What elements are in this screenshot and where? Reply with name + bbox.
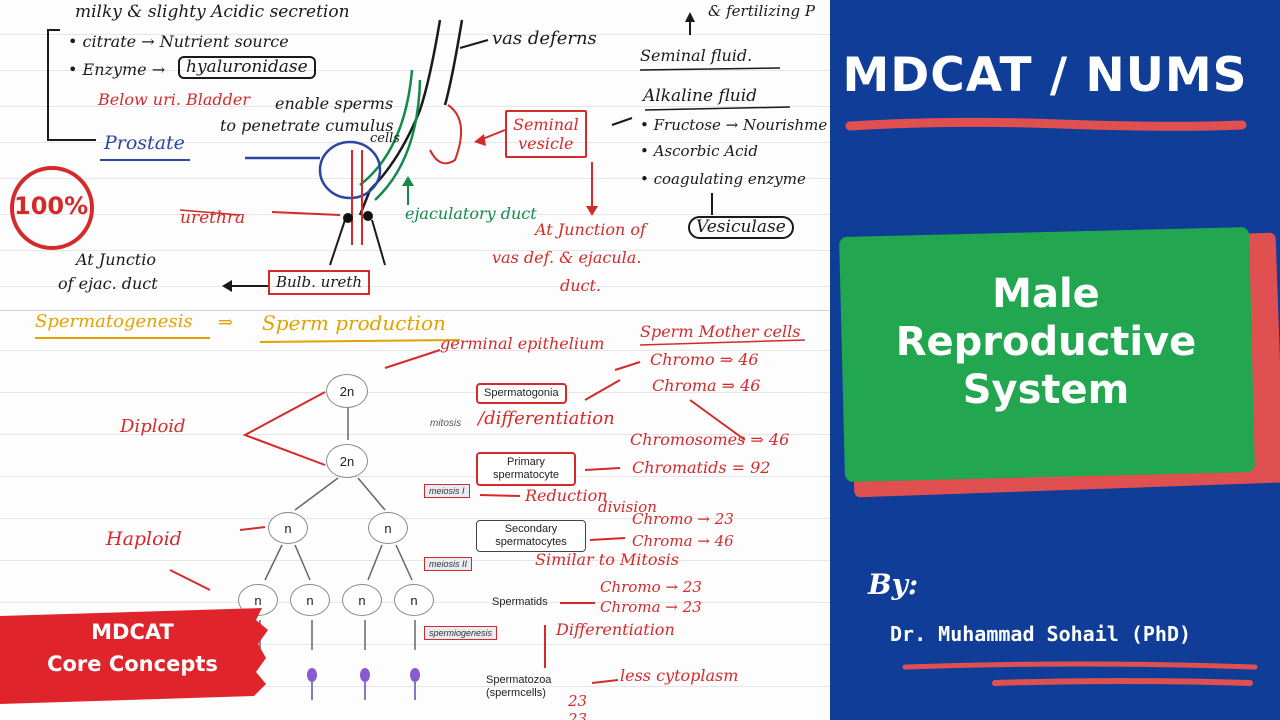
note-prostate: Prostate xyxy=(104,132,185,154)
badge-shape xyxy=(0,608,268,704)
note-chroma46a: Chroma ⇒ 46 xyxy=(652,376,761,395)
note-hundred: 100% xyxy=(14,192,89,220)
seminal-vesicle-line1: Seminal xyxy=(513,115,579,134)
note-chromo23b: Chromo → 23 xyxy=(600,578,702,596)
label-primary: Primary spermatocyte xyxy=(476,452,576,487)
note-mitosis-diff: /differentiation xyxy=(478,408,615,429)
note-enzyme: • Enzyme → xyxy=(68,60,166,79)
note-division: division xyxy=(598,498,657,516)
topic-line2: Reproductive xyxy=(895,319,1197,365)
label-meiosis1: meiosis I xyxy=(424,484,470,498)
label-spermatogonia: Spermatogonia xyxy=(476,383,567,405)
label-spermatozoa: Spermatozoa (spermcells) xyxy=(486,674,552,700)
note-milky: milky & slighty Acidic secretion xyxy=(75,2,350,22)
topic-line3: System xyxy=(962,367,1130,413)
note-fructose: • Fructose → Nourishme xyxy=(640,116,828,134)
notes-drawing xyxy=(10,12,806,700)
note-fertilizing: & fertilizing P xyxy=(708,2,815,20)
note-seminal-vesicle: Seminal vesicle xyxy=(505,110,587,159)
cell-n-right: n xyxy=(368,512,408,544)
note-at-junction-1: At Junctio xyxy=(76,250,156,269)
badge-line2: Core Concepts xyxy=(47,652,218,676)
note-reduction: Reduction xyxy=(525,486,608,505)
note-chroma46b: Chroma → 46 xyxy=(632,532,734,550)
note-mother-cells: Sperm Mother cells xyxy=(640,322,801,341)
note-n23b: 23 xyxy=(568,710,588,720)
note-enable: enable sperms xyxy=(275,94,394,113)
note-hyaluronidase: hyaluronidase xyxy=(178,56,316,79)
note-spermatogenesis: Spermatogenesis xyxy=(35,311,193,332)
note-germinal: germinal epithelium xyxy=(440,334,605,353)
topic-line1: Male xyxy=(992,271,1100,317)
label-secondary: Secondary spermatocytes xyxy=(476,520,586,553)
note-diploid: Diploid xyxy=(120,416,186,437)
author-name: Dr. Muhammad Sohail (PhD) xyxy=(890,622,1192,646)
label-mitosis: mitosis xyxy=(430,418,462,429)
badge-line1: MDCAT xyxy=(91,620,174,644)
channel-title: MDCAT / NUMS xyxy=(842,48,1248,103)
note-chromatids92: Chromatids = 92 xyxy=(632,458,771,477)
cell-n-4: n xyxy=(394,584,434,616)
note-vas: vas deferns xyxy=(492,28,597,49)
note-chromosomes46: Chromosomes ⇒ 46 xyxy=(630,430,790,449)
seminal-vesicle-line2: vesicle xyxy=(518,134,574,154)
note-citrate: • citrate → Nutrient source xyxy=(68,32,289,51)
note-urethra: urethra xyxy=(180,208,246,228)
note-arrow: ⇒ xyxy=(218,312,234,333)
note-chromo46a: Chromo ⇒ 46 xyxy=(650,350,759,369)
note-at-junction-2: of ejac. duct xyxy=(58,274,158,293)
title-panel: MDCAT / NUMS Male Reproductive System By… xyxy=(830,0,1280,720)
note-chromo23a: Chromo → 23 xyxy=(632,510,734,528)
note-n23a: 23 xyxy=(568,692,588,710)
note-similar: Similar to Mitosis xyxy=(535,550,680,569)
label-spermiogenesis: spermiogenesis xyxy=(424,626,498,640)
note-below: Below uri. Bladder xyxy=(98,90,251,109)
note-junction-2: vas def. & ejacula. xyxy=(492,248,642,267)
note-less-cyto: less cytoplasm xyxy=(620,666,739,685)
note-junction-3: duct. xyxy=(560,276,602,295)
cell-n-3: n xyxy=(342,584,382,616)
note-ascorbic: • Ascorbic Acid xyxy=(640,142,758,160)
label-meiosis2: meiosis II xyxy=(424,557,473,571)
note-coagulating: • coagulating enzyme xyxy=(640,170,806,188)
cell-2n-mid: 2n xyxy=(326,444,368,478)
notes-panel: milky & slighty Acidic secretion • citra… xyxy=(0,2,830,720)
label-spermatids: Spermatids xyxy=(492,596,548,608)
note-sperm-production: Sperm production xyxy=(262,311,446,335)
by-label: By: xyxy=(868,568,919,601)
cell-2n-top: 2n xyxy=(326,374,368,408)
note-cells: cells xyxy=(370,131,400,146)
topic-title: Male Reproductive System xyxy=(850,270,1242,414)
note-ejaculatory: ejaculatory duct xyxy=(405,204,537,223)
title-underline xyxy=(845,117,1247,131)
note-junction-1: At Junction of xyxy=(535,220,646,239)
note-haploid: Haploid xyxy=(106,528,182,550)
note-chroma23: Chroma → 23 xyxy=(600,598,702,616)
note-penetrate: to penetrate cumulus xyxy=(220,116,394,135)
note-differentiation: Differentiation xyxy=(556,620,675,639)
note-vesiculase: Vesiculase xyxy=(688,216,794,239)
note-bulb: Bulb. ureth xyxy=(268,270,371,295)
author-underline xyxy=(902,661,1258,686)
cell-n-2: n xyxy=(290,584,330,616)
note-seminal-fluid: Seminal fluid. xyxy=(640,46,753,65)
note-alkaline: Alkaline fluid xyxy=(643,86,758,106)
cell-n-left: n xyxy=(268,512,308,544)
